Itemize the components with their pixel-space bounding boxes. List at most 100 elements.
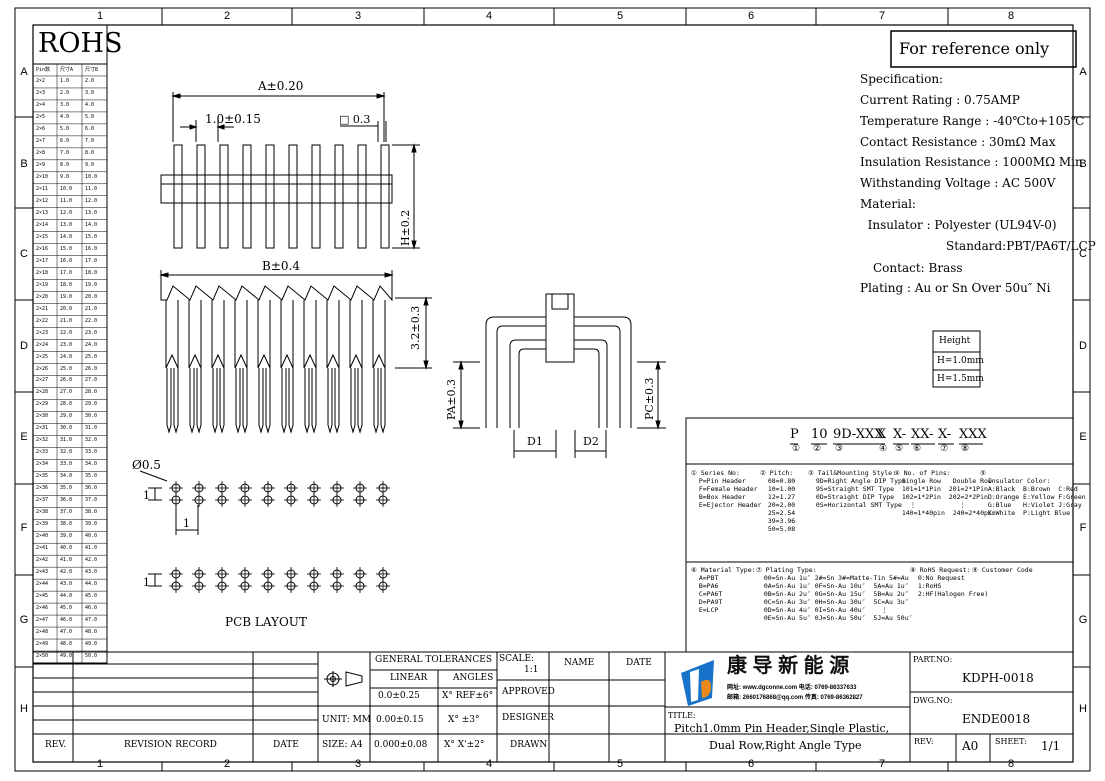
pin-table-cell: 6.0 [85,125,95,132]
designer-label: DESIGNER [502,713,554,723]
rev-title: REV: [914,737,934,746]
pin-table-cell: 2×5 [36,113,46,120]
pin-table-cell: 18.0 [60,281,73,288]
dwg-no-value: ENDE0018 [962,712,1031,726]
pin-table-cell: 27.0 [60,389,73,396]
pin-table-cell: 37.0 [85,497,98,504]
dim-hole-diameter: Ø0.5 [132,458,161,472]
zone-top-8: 8 [1007,10,1015,22]
tol-angle-2: X° ±3° [448,715,480,725]
dim-d2: D2 [583,435,599,448]
zone-side-a-right: A [1079,66,1087,78]
pin-table-cell: 2×33 [36,449,49,456]
spec-plating: Plating : Au or Sn Over 50u″ Ni [860,281,1051,295]
rev-value: A0 [962,739,979,753]
part-code-index: ③ [835,444,844,454]
tol-angles: ANGLES [453,673,494,683]
date-col: DATE [626,658,652,668]
pin-table-cell: 17.0 [60,269,73,276]
pin-table-cell: 28.0 [85,389,98,396]
dim-h: H±0.2 [399,209,412,246]
pin-table-cell: 25.0 [85,353,98,360]
spec-insulation: Insulation Resistance : 1000MΩ Min [860,155,1083,169]
pin-table-cell: 44.0 [85,581,98,588]
pin-table-cell: 21.0 [60,317,73,324]
dim-pa: PA±0.3 [445,378,458,420]
pin-table-cell: 2×43 [36,569,49,576]
pin-table-cell: 2×13 [36,209,49,216]
spec-current: Current Rating : 0.75AMP [860,93,1020,107]
pin-table-cell: 43.0 [85,569,98,576]
height-title: Height [939,336,971,346]
pin-table-cell: 28.0 [60,401,73,408]
pin-table-cell: 26.0 [60,377,73,384]
part-code-segment: XX- [911,427,934,442]
pin-table-frame [32,24,108,664]
dim-b: B±0.4 [262,259,300,273]
pin-table-cell: 2×46 [36,605,49,612]
pin-table-cell: 2×22 [36,317,49,324]
spec-temperature: Temperature Range : -40℃to+105℃ [860,114,1085,128]
zone-bottom-5: 5 [616,758,624,770]
spec-insulator: Insulator : Polyester (UL94V-0) [860,218,1057,232]
dim-row-spacing-2: 1 [143,576,150,589]
zone-top-1: 1 [96,10,104,22]
pin-table-cell: 31.0 [60,437,73,444]
zone-side-h: H [20,703,28,715]
company-web: 网址: www.dgconne.com 电话: 0769-86337633 [727,685,857,691]
pin-table-cell: 39.0 [60,533,73,540]
part-code-index: ① [792,444,801,454]
pin-table-cell: 47.0 [60,629,73,636]
pin-table-cell: 2.0 [85,77,95,84]
zone-bottom-6: 6 [747,758,755,770]
zone-side-h-right: H [1079,703,1087,715]
tol-angle-3: X° X'±2° [444,740,485,750]
pin-table-cell: 2×50 [36,653,49,660]
part-code-index: ⑤ [895,444,904,454]
title-line-2: Dual Row,Right Angle Type [709,739,862,752]
note-rohs: ⑧ RoHS Request: 0:No Request 1:RoHS 2:HF… [910,566,989,598]
pin-table-cell: 2×42 [36,557,49,564]
zone-top-7: 7 [878,10,886,22]
revision-date: DATE [273,740,299,750]
pin-table-cell: 48.0 [85,629,98,636]
code-frame [685,30,1077,653]
pin-table-cell: 29.0 [85,401,98,408]
company-logo [681,660,714,706]
pin-table-cell: 14.0 [60,233,73,240]
pin-table-cell: 2×35 [36,473,49,480]
note-customer: ⑨ Customer Code [972,566,1033,574]
zone-side-g: G [19,614,29,626]
zone-ticks [15,8,1090,771]
zone-side-f-right: F [1079,522,1087,534]
pin-table-cell: 2×25 [36,353,49,360]
company-mail: 邮箱: 2660176868@qq.com 传真: 0769-86362827 [727,695,863,701]
scale-value: 1:1 [524,665,539,675]
note-material: ⑥ Material Type: A=PBT B=PA6 C=PA6T D=PA… [691,566,756,614]
pin-table-cell: 36.0 [85,485,98,492]
pin-table-cell: 41.0 [85,545,98,552]
sheet-label: SHEET: [995,737,1027,746]
pin-table-cell: 2×44 [36,581,49,588]
zone-top-4: 4 [485,10,493,22]
pin-table-cell: 2×38 [36,509,49,516]
pin-table-cell: 8.0 [85,149,95,156]
pin-table-cell: 2×4 [36,101,46,108]
pin-table-cell: 2×26 [36,365,49,372]
pin-table-cell: 2×8 [36,149,46,156]
pin-table-cell: 13.0 [60,221,73,228]
pin-table-header: 尺寸B [85,67,99,73]
note-tail: ③ Tail&Mounting Style: 9D=Right Angle DI… [808,469,906,509]
rev-col: REV. [45,740,67,750]
title-line-1: Pitch1.0mm Pin Header,Single Plastic, [674,722,890,735]
pcb-layout-label: PCB LAYOUT [225,615,307,629]
pin-table-cell: 45.0 [60,605,73,612]
pin-table-cell: 16.0 [85,245,98,252]
part-no-label: PART.NO: [913,655,953,664]
spec-contact-resistance: Contact Resistance : 30mΩ Max [860,135,1056,149]
pin-table-cell: 2×17 [36,257,49,264]
pin-table-cell: 43.0 [60,581,73,588]
pin-table-cell: 2×39 [36,521,49,528]
pcb-layout [139,470,390,593]
